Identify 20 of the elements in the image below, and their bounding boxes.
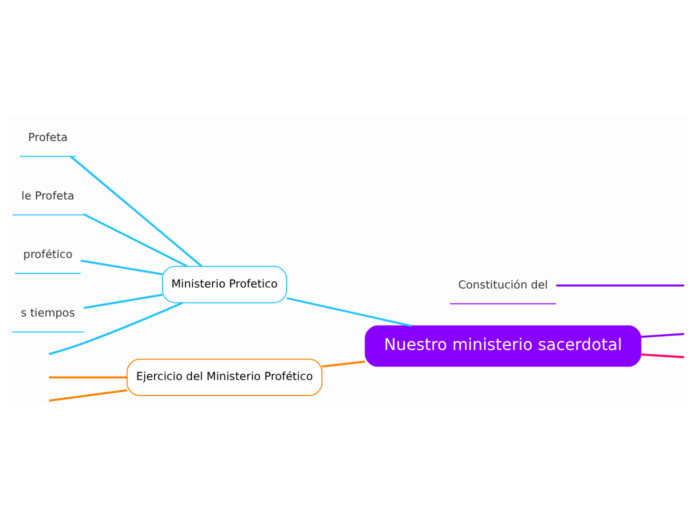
node-text: le Profeta: [21, 189, 74, 202]
node-box: Ministerio Profetico: [162, 265, 288, 303]
node-text: s tiempos: [20, 306, 75, 320]
connector: [48, 301, 183, 355]
connector: [640, 332, 684, 338]
connector: [286, 296, 412, 326]
node-text: profético: [23, 248, 72, 261]
node-box: Nuestro ministerio sacerdotal: [364, 324, 642, 366]
node-text: Constitución del: [458, 278, 548, 291]
connector: [48, 388, 128, 402]
node-text: Profeta: [28, 130, 68, 144]
connector: [70, 155, 202, 267]
connector: [322, 360, 366, 367]
connector: [556, 284, 684, 286]
connector: [82, 212, 188, 267]
connector: [49, 376, 127, 378]
connector: [84, 293, 163, 308]
node-box: Ejercicio del Ministerio Profético: [126, 358, 322, 396]
connector: [80, 259, 163, 275]
connector: [640, 353, 684, 358]
